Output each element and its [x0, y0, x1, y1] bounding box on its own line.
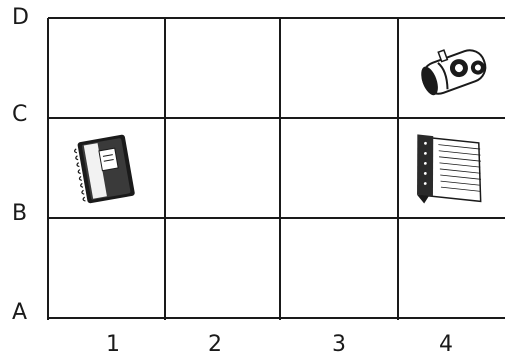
spiral-notebook-icon [73, 134, 135, 204]
lined-paper-icon [410, 134, 487, 209]
pencil-case-icon [415, 39, 490, 99]
